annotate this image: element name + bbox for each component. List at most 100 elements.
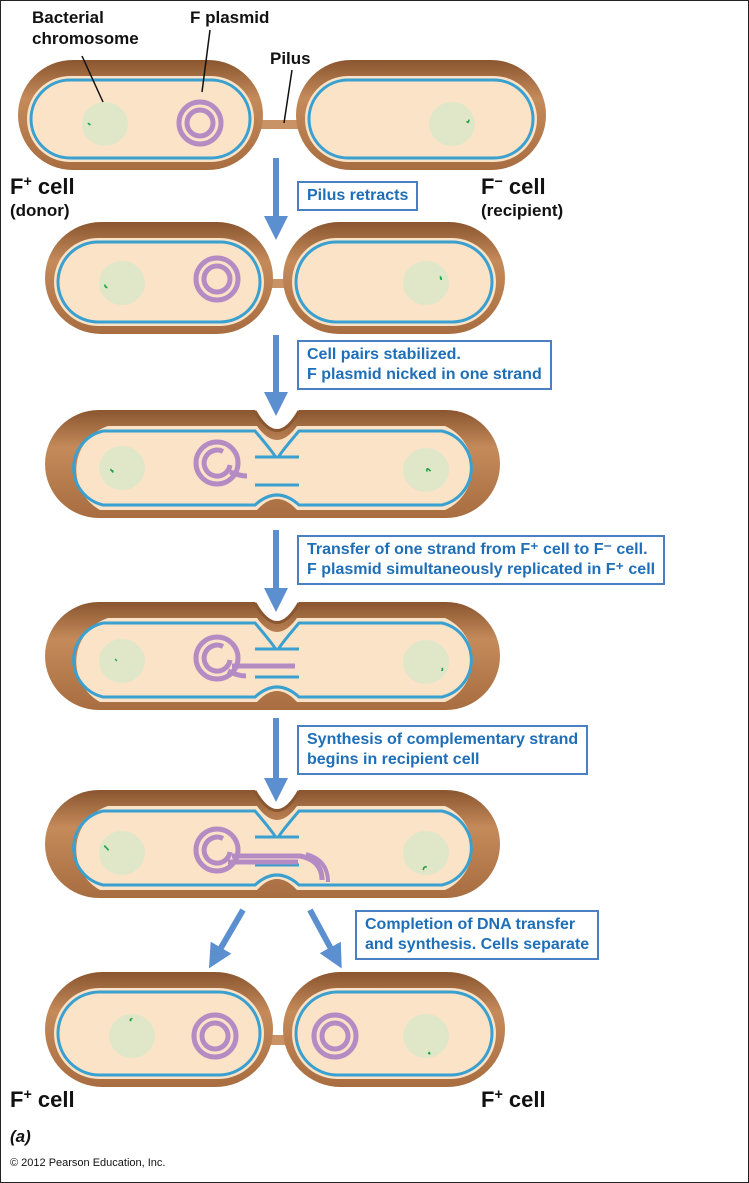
cell-membrane: [56, 240, 262, 324]
figure-part-label: (a): [10, 1127, 31, 1146]
cytoplasm: [292, 238, 496, 326]
plasmid-outer-strand: [176, 99, 224, 147]
step-line: F plasmid nicked in one strand: [307, 366, 542, 383]
step-line: and synthesis. Cells separate: [365, 936, 590, 953]
f-plasmid: [193, 634, 241, 682]
chromosome-fill: [109, 1014, 155, 1058]
cytoplasm: [76, 618, 473, 702]
chromosome-fill: [403, 640, 449, 684]
chromosome-fill: [99, 831, 145, 875]
plasmid-leader: [201, 29, 211, 93]
plasmid-inner-strand: [201, 834, 233, 866]
bacterial-chromosome: [82, 102, 128, 146]
step-line: begins in recipient cell: [307, 751, 480, 768]
step-line: Pilus retracts: [307, 187, 409, 204]
bacterial-chromosome: [429, 102, 475, 146]
recipient-cell-stage-1: [296, 60, 546, 170]
bacterial-chromosome: [99, 831, 145, 875]
arrows-layer: [208, 158, 342, 969]
label-recipient-role: (recipient): [481, 201, 564, 220]
plasmid-outer-strand: [193, 439, 241, 487]
chromosome-fill: [82, 102, 128, 146]
f-plasmid: [193, 439, 241, 487]
step-box-1: Pilus retracts: [297, 181, 419, 211]
plasmid-outer-strand: [191, 1012, 239, 1060]
label-donor-role: (donor): [10, 201, 70, 220]
cell-membrane: [56, 990, 262, 1077]
plasmid-inner-strand: [319, 1020, 351, 1052]
f-plasmid: [193, 826, 241, 874]
f-plasmid: [193, 255, 241, 303]
chromosome-strands: [109, 468, 114, 473]
step-line: F plasmid simultaneously replicated in F…: [307, 561, 656, 578]
chromosome-fill: [403, 831, 449, 875]
step-box-4: Synthesis of complementary strand begins…: [297, 725, 589, 775]
label-line: Bacterial: [32, 8, 104, 27]
label-result-cell-left: F+ cell: [10, 1087, 75, 1112]
junction-notch-edge: [253, 602, 301, 624]
cytoplasm: [54, 988, 264, 1079]
chromosome-strands: [427, 1051, 431, 1055]
step-box-2: Cell pairs stabilized. F plasmid nicked …: [297, 340, 552, 390]
leader-lines: [81, 29, 293, 124]
f-plasmid: [191, 1012, 239, 1060]
chromosome-strands: [129, 1017, 133, 1022]
step-line: Completion of DNA transfer: [365, 916, 576, 933]
bacterial-chromosome: [403, 448, 449, 492]
label-line: chromosome: [32, 29, 139, 48]
chromosome-strands: [87, 122, 91, 126]
chromosome-fill: [403, 448, 449, 492]
junction-notch-edge: [253, 410, 301, 432]
cytoplasm: [27, 76, 254, 162]
separation-arrow-left: [208, 908, 246, 969]
label-bacterial-chromosome: Bacterial chromosome: [32, 7, 139, 49]
cytoplasm: [76, 806, 473, 890]
chromosome-fill: [429, 102, 475, 146]
cytoplasm: [54, 238, 264, 326]
cells-layer: [18, 60, 546, 1087]
plasmid-inner-strand: [201, 263, 233, 295]
bacterial-chromosome: [403, 1014, 449, 1058]
chromosome-strands: [426, 468, 432, 472]
pilus-leader: [283, 69, 293, 124]
chromosome-strands: [103, 845, 110, 851]
plasmid-outer-strand: [311, 1012, 359, 1060]
cell-membrane: [29, 78, 252, 160]
plasmid-outer-strand: [193, 255, 241, 303]
chromosome-fill: [99, 639, 145, 683]
plasmid-inner-strand: [201, 447, 233, 479]
plasmid-inner-strand: [184, 107, 216, 139]
bacterial-chromosome: [99, 261, 145, 305]
step-box-5: Completion of DNA transfer and synthesis…: [355, 910, 600, 960]
fused-cells-stage-5: [45, 790, 500, 898]
replicating-strand: [226, 668, 247, 679]
junction-notch-edge: [253, 790, 301, 812]
label-f-plasmid: F plasmid: [190, 8, 270, 27]
chromosome-fill: [403, 1014, 449, 1058]
chromosome-leader: [81, 55, 104, 103]
bacterial-chromosome: [99, 639, 145, 683]
step-line: Synthesis of complementary strand: [307, 731, 579, 748]
cell-membrane: [294, 240, 494, 324]
plasmid-inner-strand: [201, 642, 233, 674]
remaining-bridge: [262, 1035, 292, 1045]
step-box-3: Transfer of one strand from F⁺ cell to F…: [297, 535, 666, 585]
pilus: [248, 120, 306, 129]
bacterial-chromosome: [403, 640, 449, 684]
f-plasmid: [176, 99, 224, 147]
cell-membrane: [307, 78, 535, 160]
nicked-strand-end: [229, 469, 248, 479]
cytoplasm: [305, 76, 537, 162]
chromosome-strands: [114, 658, 118, 662]
cytoplasm: [76, 426, 473, 510]
label-donor-cell: F+ cell: [10, 174, 75, 199]
label-recipient-cell: F− cell: [481, 174, 546, 199]
separation-arrow-right: [307, 908, 342, 969]
plasmid-outer-strand: [193, 826, 241, 874]
label-result-cell-right: F+ cell: [481, 1087, 546, 1112]
chromosome-strands: [466, 119, 470, 124]
chromosome-strands: [439, 275, 443, 281]
label-pilus: Pilus: [270, 49, 311, 68]
chromosome-strands: [440, 667, 444, 671]
complementary-strand: [305, 852, 330, 883]
